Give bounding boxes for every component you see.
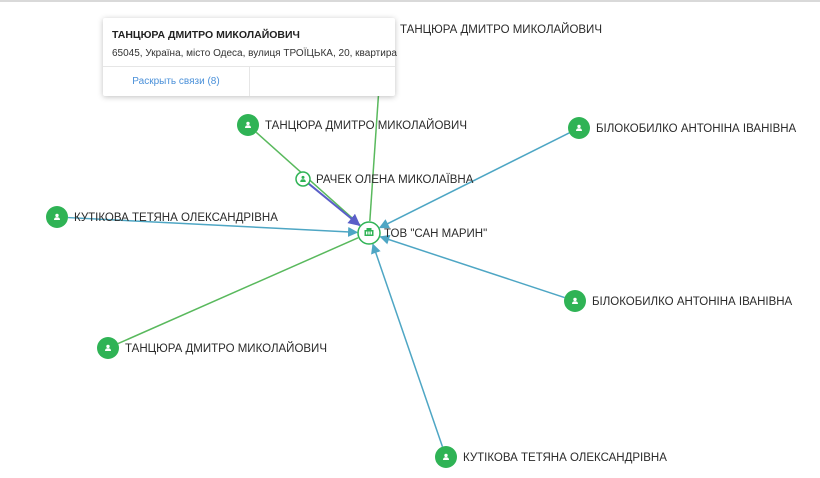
popup-vertical-divider — [249, 67, 250, 96]
center-node-label: ТОВ "САН МАРИН" — [384, 228, 487, 240]
person-icon — [54, 213, 60, 220]
edge-n7-to-center — [117, 237, 359, 345]
person-icon — [105, 344, 111, 351]
edge-n3-to-center — [307, 182, 361, 227]
node-label: ТАНЦЮРА ДМИТРО МИКОЛАЙОВИЧ — [400, 23, 602, 36]
edge-n5-to-center — [67, 216, 359, 237]
graph-node[interactable]: ТАНЦЮРА ДМИТРО МИКОЛАЙОВИЧ — [237, 114, 467, 136]
node-label: БІЛОКОБИЛКО АНТОНІНА ІВАНІВНА — [596, 123, 797, 135]
top-border — [0, 0, 820, 2]
person-icon — [300, 175, 306, 182]
graph-node[interactable]: КУТІКОВА ТЕТЯНА ОЛЕКСАНДРІВНА — [46, 206, 278, 228]
edge-n8-to-center — [371, 243, 444, 447]
node-info-popup: ТАНЦЮРА ДМИТРО МИКОЛАЙОВИЧ 65045, Україн… — [103, 18, 397, 96]
edge-n6-to-center — [379, 234, 565, 299]
graph-node[interactable]: ТАНЦЮРА ДМИТРО МИКОЛАЙОВИЧ — [372, 18, 602, 40]
person-icon — [576, 124, 582, 131]
graph-node[interactable]: ТАНЦЮРА ДМИТРО МИКОЛАЙОВИЧ — [97, 337, 327, 359]
building-icon — [364, 228, 374, 236]
node-label: КУТІКОВА ТЕТЯНА ОЛЕКСАНДРІВНА — [463, 452, 667, 464]
graph-node[interactable]: РАЧЕК ОЛЕНА МИКОЛАЇВНА — [295, 171, 474, 187]
edge-n4-to-center — [378, 132, 570, 229]
node-label: ТАНЦЮРА ДМИТРО МИКОЛАЙОВИЧ — [125, 342, 327, 355]
node-label: РАЧЕК ОЛЕНА МИКОЛАЇВНА — [316, 174, 474, 186]
node-label: КУТІКОВА ТЕТЯНА ОЛЕКСАНДРІВНА — [74, 212, 278, 224]
popup-address: 65045, Україна, місто Одеса, вулиця ТРОЇ… — [112, 48, 397, 59]
person-icon — [443, 453, 449, 460]
graph-node[interactable]: КУТІКОВА ТЕТЯНА ОЛЕКСАНДРІВНА — [435, 446, 667, 468]
node-label: БІЛОКОБИЛКО АНТОНІНА ІВАНІВНА — [592, 296, 793, 308]
expand-links-button[interactable]: Раскрыть связи (8) — [132, 76, 220, 87]
popup-divider — [103, 66, 395, 67]
center-node[interactable]: ТОВ "САН МАРИН" — [357, 221, 487, 245]
person-icon — [572, 297, 578, 304]
graph-node[interactable]: БІЛОКОБИЛКО АНТОНІНА ІВАНІВНА — [568, 117, 797, 139]
node-label: ТАНЦЮРА ДМИТРО МИКОЛАЙОВИЧ — [265, 119, 467, 132]
edges-layer — [67, 39, 570, 447]
popup-title: ТАНЦЮРА ДМИТРО МИКОЛАЙОВИЧ — [112, 29, 300, 41]
graph-node[interactable]: БІЛОКОБИЛКО АНТОНІНА ІВАНІВНА — [564, 290, 793, 312]
person-icon — [245, 121, 251, 128]
